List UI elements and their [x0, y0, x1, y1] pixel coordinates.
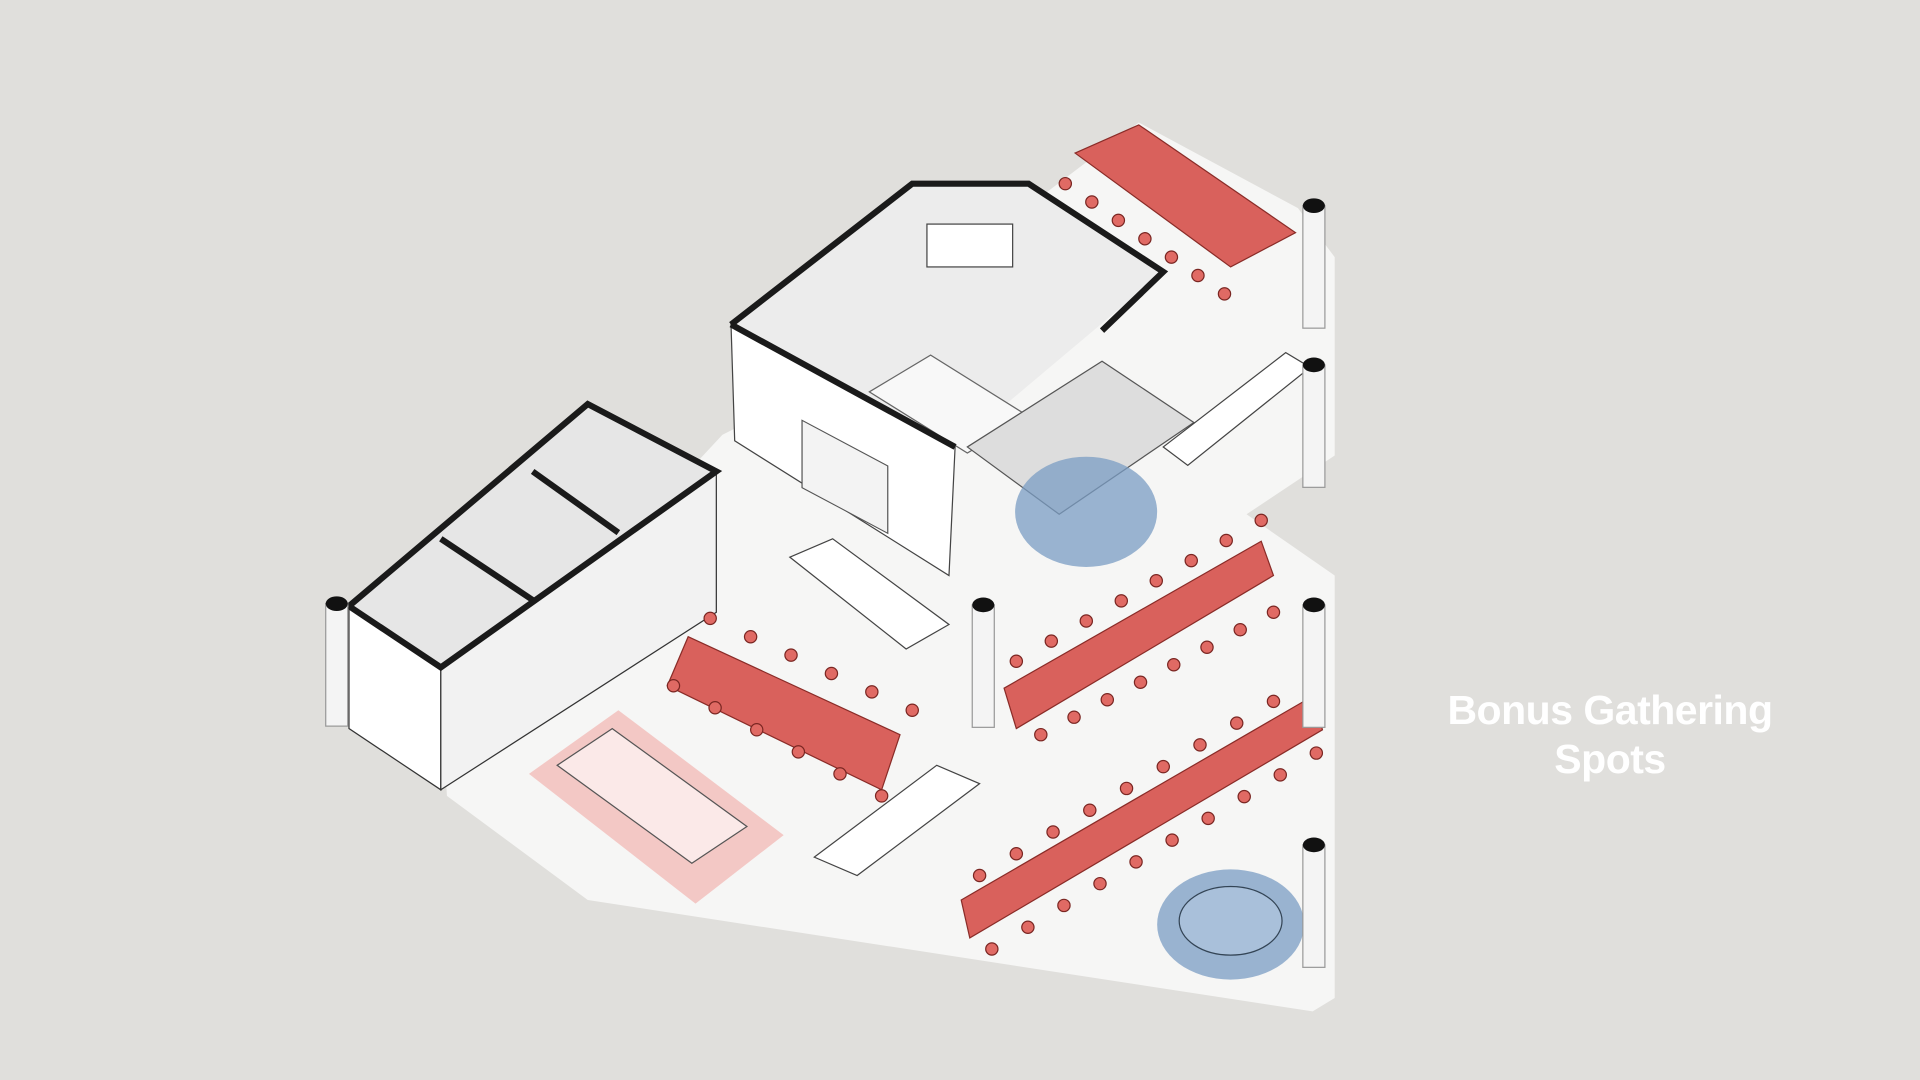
chair-icon — [1034, 727, 1048, 742]
chair-icon — [1114, 594, 1129, 608]
caption-line-2: Spots — [1554, 736, 1666, 782]
chair-icon — [1058, 176, 1073, 191]
chair-icon — [824, 666, 839, 681]
chair-icon — [1085, 195, 1099, 209]
chair-icon — [1167, 657, 1181, 672]
column — [1302, 837, 1326, 968]
chair-icon — [905, 703, 919, 717]
chair-icon — [1219, 533, 1233, 548]
chair-icon — [750, 723, 764, 737]
column — [1302, 198, 1326, 329]
chair-icon — [1254, 513, 1268, 528]
chair-icon — [1009, 847, 1024, 861]
chair-icon — [1067, 710, 1081, 724]
chair-icon — [1165, 833, 1179, 847]
chair-icon — [1119, 781, 1134, 796]
chair-icon — [1237, 789, 1251, 804]
chair-icon — [743, 630, 758, 644]
chair-icon — [1164, 250, 1179, 264]
chair-icon — [865, 685, 879, 699]
chair-icon — [985, 942, 999, 956]
chair-icon — [1273, 768, 1288, 782]
desk-cluster — [1003, 540, 1275, 730]
chair-icon — [1230, 716, 1244, 730]
chair-icon — [1193, 738, 1207, 752]
chair-icon — [972, 868, 987, 883]
phone-booths — [347, 400, 723, 791]
chair-icon — [1133, 675, 1148, 689]
chair-icon — [1083, 803, 1097, 817]
chair-icon — [1156, 759, 1170, 774]
chair-icon — [1266, 694, 1281, 709]
chair-icon — [784, 648, 798, 662]
chair-icon — [1233, 623, 1247, 637]
counter-center — [788, 538, 951, 650]
chair-icon — [1184, 553, 1198, 568]
desk-clusters — [666, 124, 1324, 939]
counter-lower — [813, 764, 981, 877]
column — [325, 596, 349, 727]
chair-icon — [1009, 654, 1024, 668]
chair-icon — [833, 767, 847, 781]
chair-icon — [1149, 574, 1164, 588]
desk-cluster — [1073, 124, 1297, 268]
chair-icon — [1093, 876, 1107, 891]
chair-icon — [1021, 920, 1035, 934]
chair-icon — [1079, 614, 1094, 628]
conference-table — [556, 727, 749, 865]
chair-icon — [703, 611, 717, 626]
chair-icon — [791, 745, 806, 759]
bonus-gathering-caption: Bonus Gathering Spots — [1400, 686, 1820, 784]
chair-icon — [1111, 213, 1126, 228]
chair-icon — [1100, 692, 1115, 707]
chair-icon — [1217, 287, 1232, 301]
chair-icon — [1044, 634, 1059, 648]
column — [1302, 357, 1326, 488]
chair-icon — [874, 789, 889, 803]
chair-icon — [666, 678, 681, 693]
column — [971, 597, 995, 728]
chair-icon — [1046, 825, 1060, 839]
chair-icon — [1266, 605, 1281, 619]
chair-icon — [1191, 268, 1205, 283]
round-table — [1178, 885, 1283, 956]
chair-icon — [1129, 855, 1143, 869]
desk-cluster — [960, 694, 1324, 939]
meeting-room — [729, 180, 1195, 577]
chair-icon — [1057, 898, 1071, 913]
chair-icon — [1309, 746, 1324, 760]
chair-icon — [1138, 232, 1152, 246]
highlight-lounge — [1015, 456, 1158, 567]
column — [1302, 597, 1326, 728]
chair-icon — [1201, 811, 1215, 826]
chair-icon — [708, 701, 722, 715]
caption-line-1: Bonus Gathering — [1447, 687, 1773, 733]
chair-icon — [1200, 640, 1214, 654]
